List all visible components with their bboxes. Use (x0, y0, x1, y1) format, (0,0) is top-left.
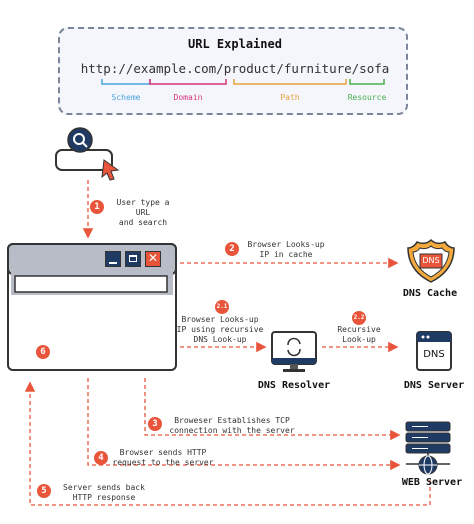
step-4-text: Browser sends HTTP request to the server (112, 448, 214, 467)
url-explained-panel: URL Explained http://example.com/product… (58, 27, 408, 115)
url-part-brackets (101, 79, 385, 85)
step-2-text: Browser Looks-up IP in cache (247, 240, 325, 259)
url-example-text: http://example.com/product/furniture/sof… (80, 61, 390, 76)
step-3-text: Broweser Establishes TCP connection with… (169, 416, 295, 435)
step-5-text: Server sends back HTTP response (63, 483, 145, 502)
step-5-badge: 5 (37, 484, 51, 498)
step-1-badge: 1 (90, 200, 104, 214)
url-panel-title: URL Explained (188, 37, 282, 51)
dns-server-icon (416, 331, 452, 371)
close-icon[interactable]: ✕ (145, 251, 161, 267)
domain-label: Domain (173, 93, 203, 102)
dns-resolver-label: DNS Resolver (257, 380, 331, 391)
dns-cache-badge-text: DNS (422, 256, 440, 265)
maximize-icon[interactable] (125, 251, 141, 267)
scheme-label: Scheme (111, 93, 141, 102)
user-search-icon (55, 127, 120, 181)
step-2-1-badge: 2.1 (215, 300, 229, 314)
step-4-badge: 4 (94, 451, 108, 465)
step-3-badge: 3 (148, 417, 162, 431)
step-2-2-badge: 2.2 (352, 311, 366, 325)
dns-server-badge-text: DNS (423, 349, 445, 360)
dns-cache-label: DNS Cache (402, 288, 458, 299)
resource-label: Resource (347, 93, 387, 102)
path-label: Path (280, 93, 300, 102)
minimize-icon[interactable] (105, 251, 121, 267)
web-server-label: WEB Server (401, 477, 463, 488)
arrow-step-4 (87, 378, 401, 471)
browser-window-frame (7, 243, 177, 371)
step-2-2-text: Recursive Look-up (337, 325, 381, 344)
arrow-step-5 (24, 381, 431, 506)
step-2-badge: 2 (225, 242, 239, 256)
step-6-badge: 6 (36, 345, 50, 359)
web-server-icon (405, 421, 451, 475)
step-1-text: User type a URL and search (116, 198, 170, 227)
browser-window: ✕ 6 (7, 243, 177, 371)
dns-cache-shield-icon (407, 238, 455, 283)
dns-resolver-monitor-icon (271, 331, 317, 372)
dns-server-label: DNS Server (403, 380, 465, 391)
step-2-1-text: Browser Looks-up IP using recursive DNS … (176, 315, 264, 344)
arrow-step-3 (144, 378, 401, 441)
